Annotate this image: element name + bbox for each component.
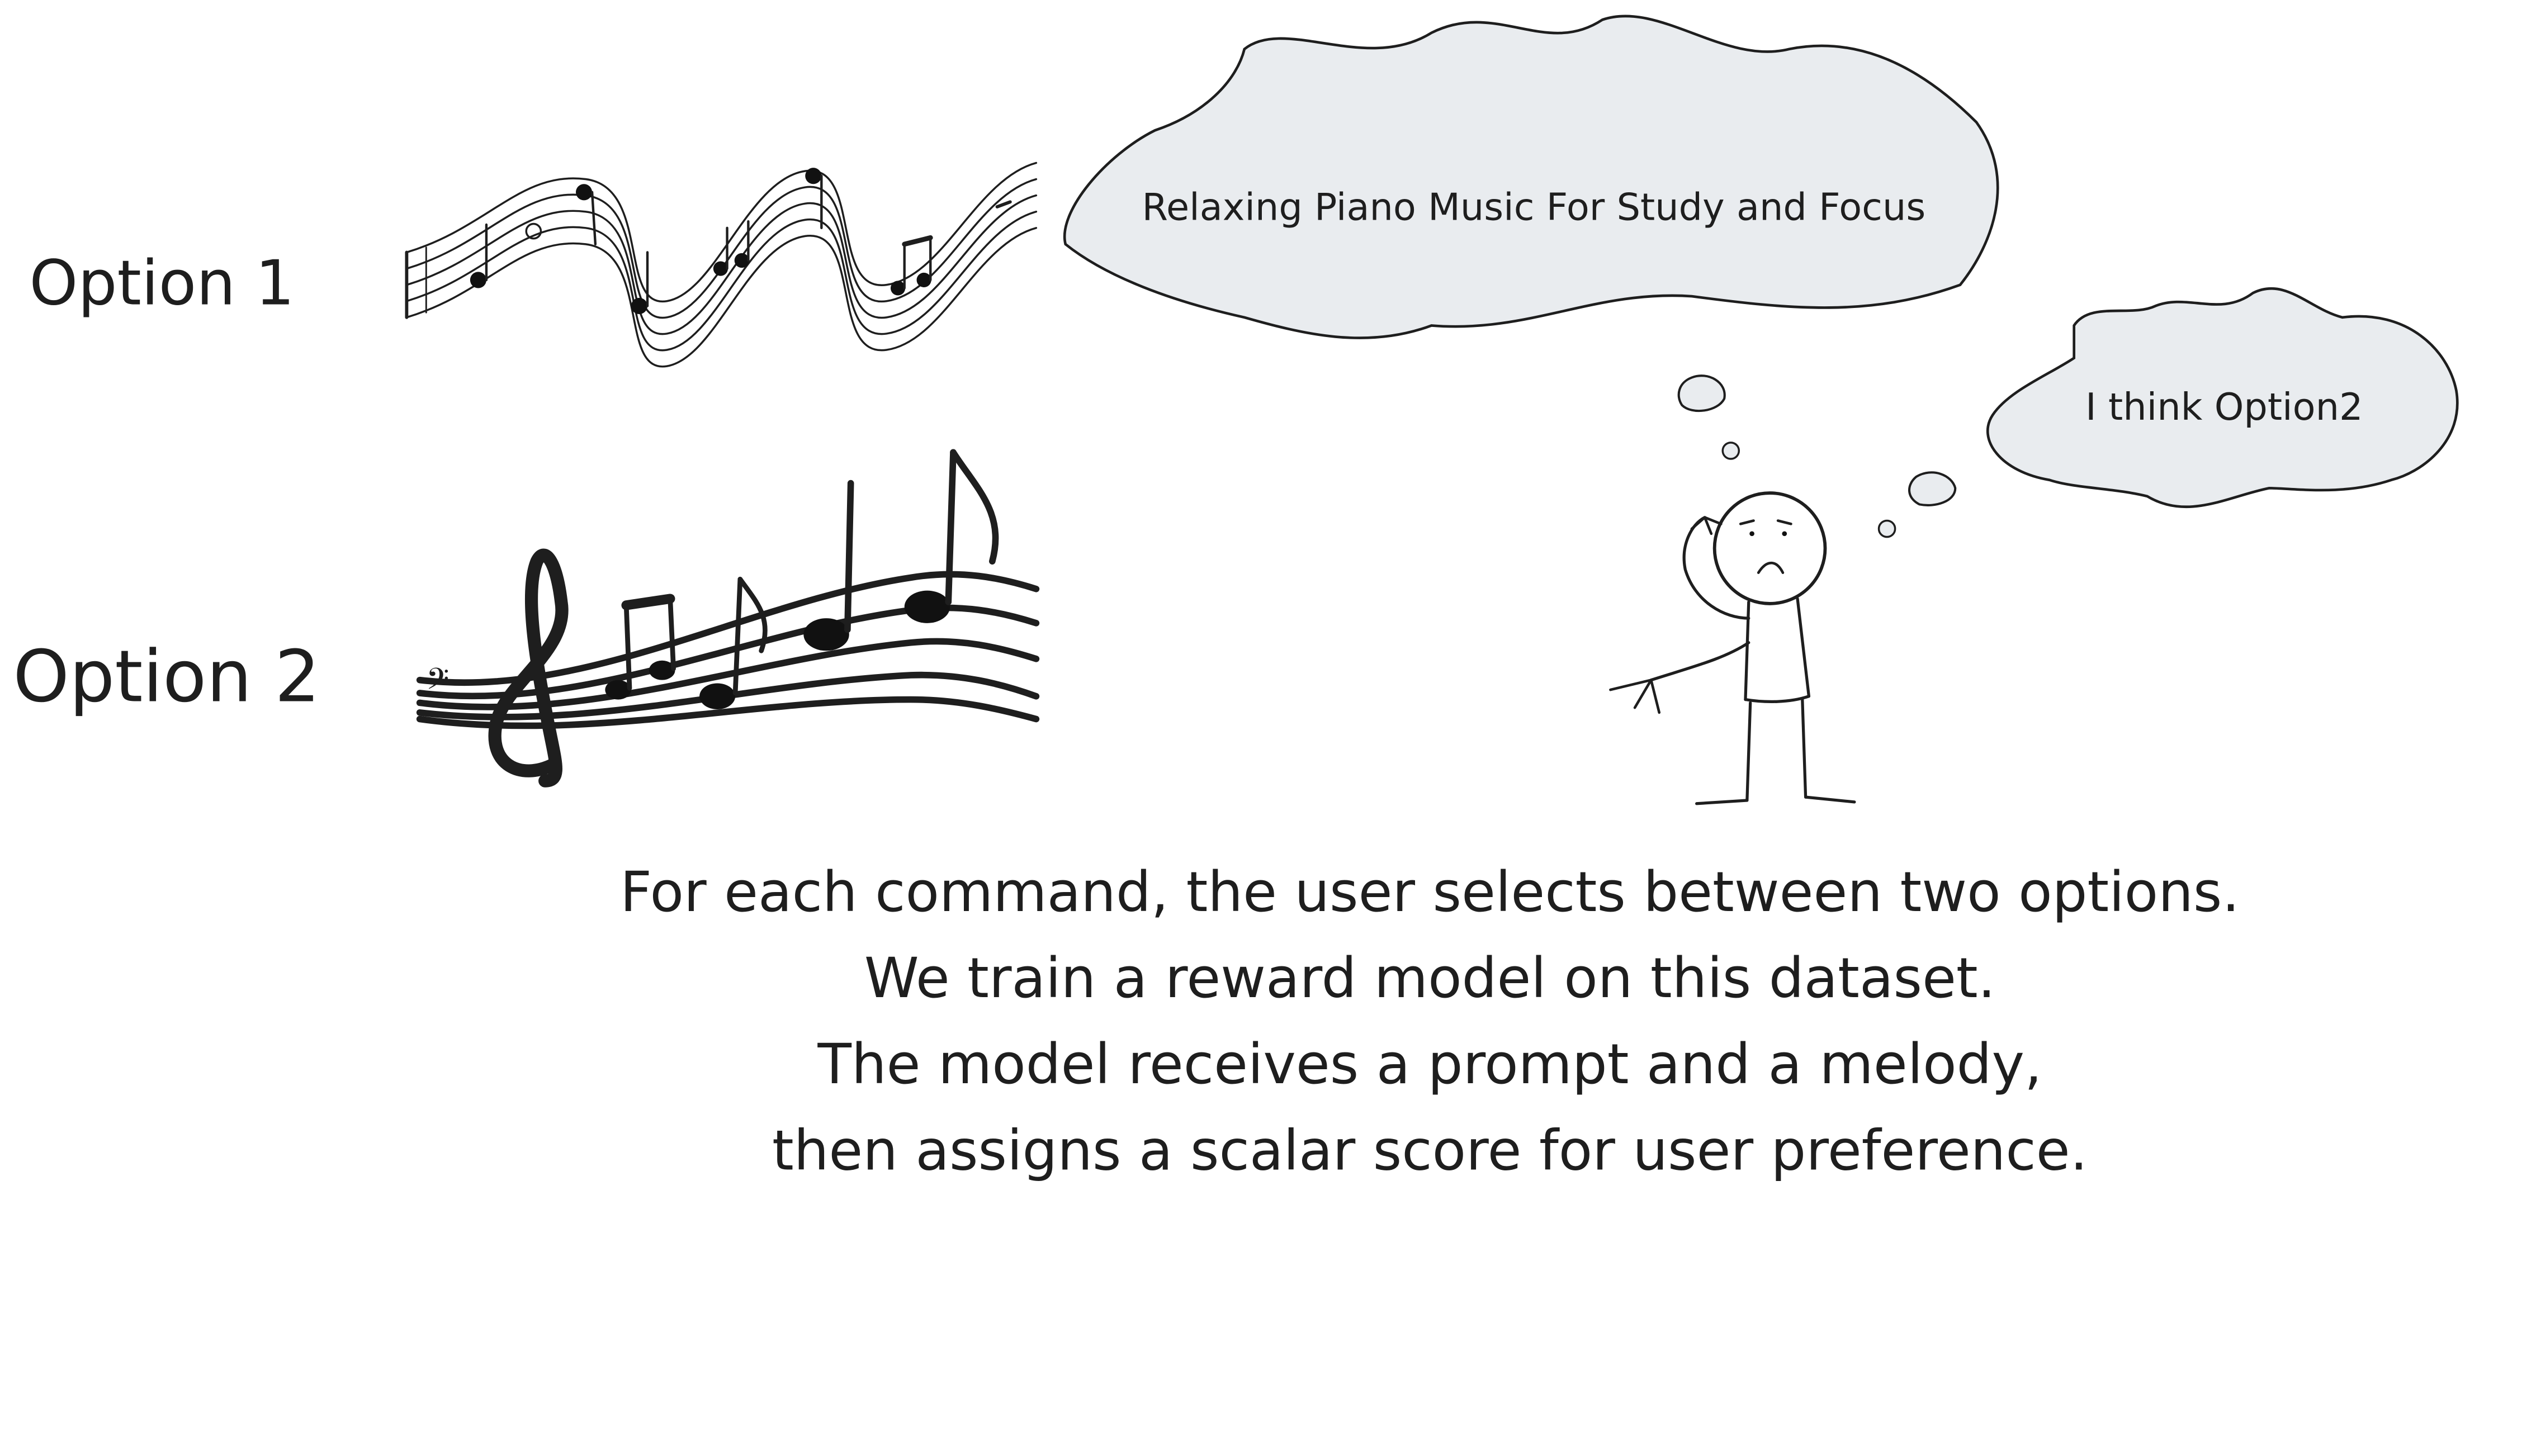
caption-line-3: The model receives a prompt and a melody…: [817, 1032, 2042, 1097]
answer-thought-bubble: I think Option2: [1877, 287, 2459, 538]
caption-line-4: then assigns a scalar score for user pre…: [772, 1118, 2088, 1183]
caption-line-2: We train a reward model on this dataset.: [864, 946, 1995, 1011]
music-notes-wave-icon: 𝄢: [416, 449, 1040, 788]
option-2-label: Option 2: [13, 635, 320, 718]
caption-line-1: For each command, the user selects betwe…: [620, 860, 2240, 924]
option-1-label: Option 1: [29, 248, 294, 320]
thinking-stick-figure-icon: [1609, 491, 1856, 805]
answer-text: I think Option2: [2085, 385, 2363, 429]
prompt-text: Relaxing Piano Music For Study and Focus: [1142, 185, 1926, 229]
svg-text:𝄢: 𝄢: [426, 662, 449, 704]
caption: For each command, the user selects betwe…: [620, 860, 2240, 1183]
music-staff-icon: [405, 162, 1038, 368]
prompt-thought-bubble: Relaxing Piano Music For Study and Focus: [1063, 15, 1999, 460]
